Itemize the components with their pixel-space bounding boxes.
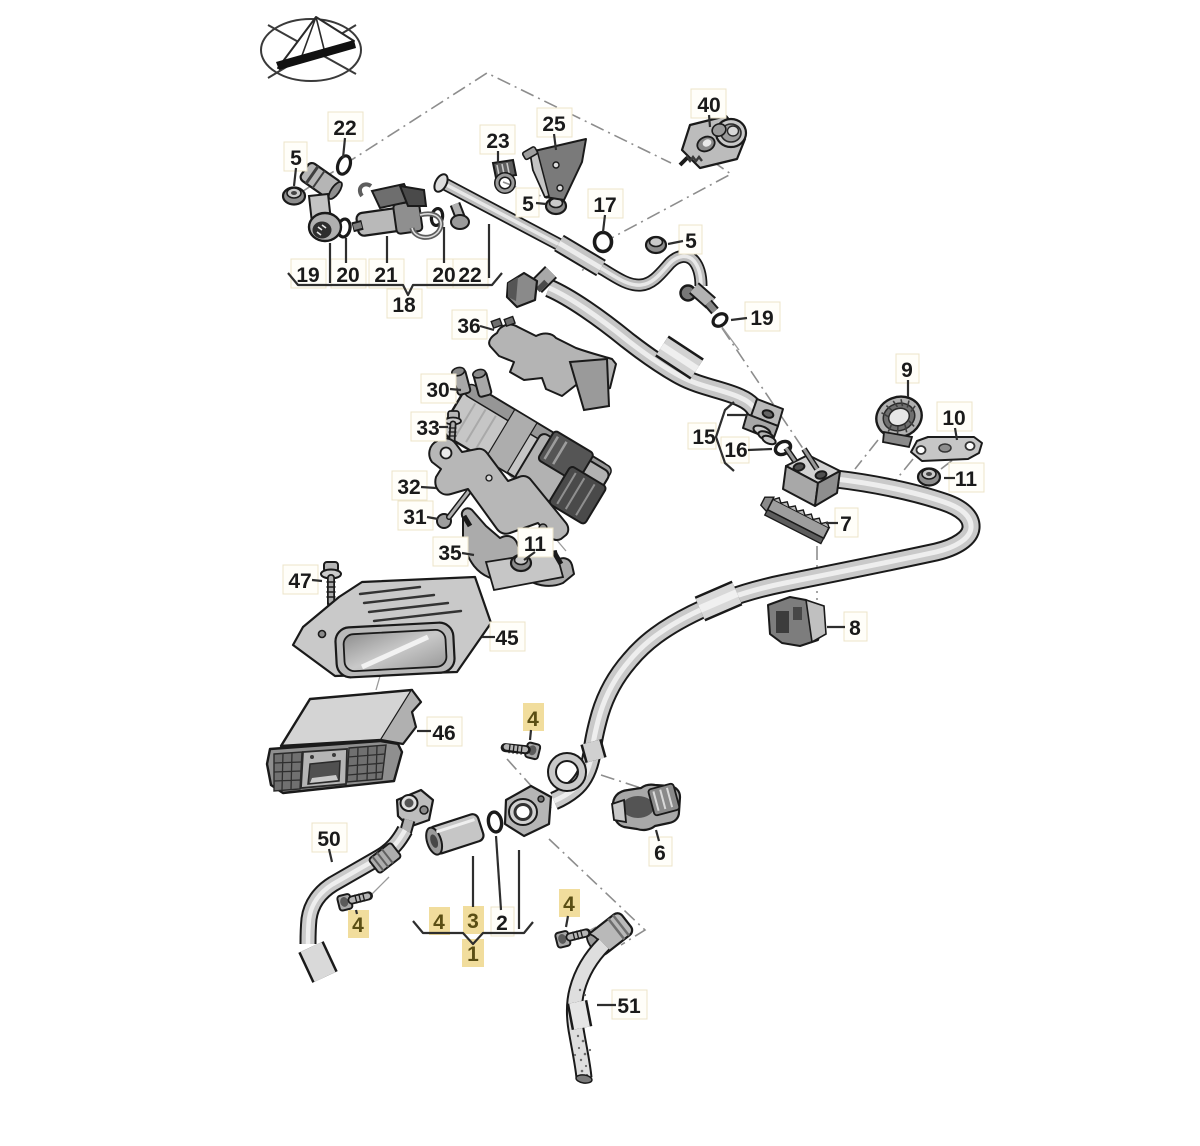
svg-text:18: 18 (392, 294, 416, 317)
svg-text:3: 3 (467, 910, 479, 933)
svg-text:11: 11 (955, 468, 978, 491)
svg-text:11: 11 (524, 533, 547, 556)
svg-text:20: 20 (432, 264, 455, 287)
svg-text:4: 4 (563, 893, 575, 916)
svg-text:40: 40 (697, 94, 720, 117)
svg-text:10: 10 (942, 407, 965, 430)
svg-text:35: 35 (438, 542, 462, 565)
svg-text:1: 1 (467, 943, 479, 966)
svg-text:7: 7 (840, 513, 852, 536)
svg-text:22: 22 (458, 264, 481, 287)
svg-text:4: 4 (433, 911, 445, 934)
svg-text:21: 21 (374, 264, 398, 287)
svg-text:46: 46 (432, 722, 455, 745)
svg-text:6: 6 (654, 842, 666, 865)
svg-text:30: 30 (426, 379, 449, 402)
svg-text:23: 23 (486, 130, 509, 153)
svg-text:5: 5 (290, 147, 302, 170)
svg-text:19: 19 (750, 307, 773, 330)
svg-text:22: 22 (333, 117, 356, 140)
svg-text:20: 20 (336, 264, 359, 287)
svg-text:31: 31 (403, 506, 427, 529)
svg-text:25: 25 (542, 113, 566, 136)
svg-text:5: 5 (685, 230, 697, 253)
svg-text:19: 19 (296, 264, 319, 287)
svg-text:4: 4 (352, 914, 364, 937)
svg-text:33: 33 (416, 417, 439, 440)
svg-text:2: 2 (496, 912, 508, 935)
svg-text:36: 36 (457, 315, 480, 338)
svg-text:17: 17 (593, 194, 616, 217)
svg-text:15: 15 (692, 426, 716, 449)
svg-text:50: 50 (317, 828, 340, 851)
svg-text:4: 4 (527, 708, 539, 731)
svg-text:9: 9 (901, 359, 913, 382)
svg-text:8: 8 (849, 617, 861, 640)
svg-text:47: 47 (288, 570, 311, 593)
svg-text:5: 5 (522, 193, 534, 216)
svg-text:32: 32 (397, 476, 420, 499)
svg-text:16: 16 (724, 439, 747, 462)
svg-text:45: 45 (495, 627, 519, 650)
svg-text:51: 51 (617, 995, 641, 1018)
